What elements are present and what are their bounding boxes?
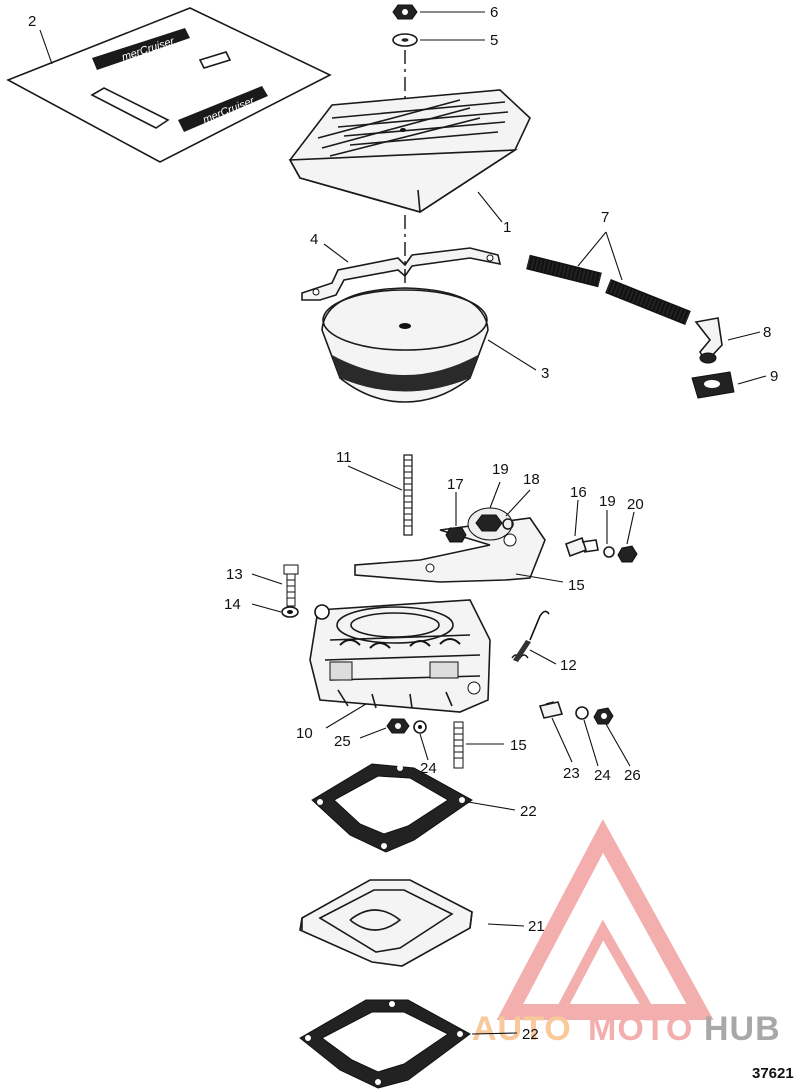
reference-number: 37621 (752, 1065, 794, 1082)
callout-20a: 19 (492, 461, 509, 478)
long-stud (403, 454, 413, 536)
callout-10: 10 (296, 725, 313, 742)
callout-2: 2 (28, 13, 36, 30)
watermark-moto: MOTO (588, 1010, 693, 1048)
callout-7: 7 (601, 209, 609, 226)
fitting-washer (575, 706, 589, 720)
decal-brand-top: merCruiser (120, 35, 177, 64)
callout-18: 16 (570, 484, 587, 501)
bracket-hardware (445, 507, 514, 543)
return-spring (511, 610, 550, 662)
grommet (691, 371, 735, 399)
callout-3: 3 (541, 365, 549, 382)
lower-gasket (299, 999, 471, 1089)
carburetor (309, 599, 491, 713)
decal-strip-bottom (178, 86, 268, 132)
callout-19a: 18 (523, 471, 540, 488)
upper-gasket (311, 763, 473, 853)
callout-8: 8 (763, 324, 771, 341)
callout-26: 26 (624, 767, 641, 784)
callout-17: 17 (447, 476, 464, 493)
callout-9: 9 (770, 368, 778, 385)
fitting-nut (593, 707, 614, 725)
base-nut (386, 718, 410, 734)
callout-12: 12 (560, 657, 577, 674)
callout-25: 25 (334, 733, 351, 750)
callout-13: 13 (226, 566, 243, 583)
callout-21: 21 (528, 918, 545, 935)
callout-16: 15 (568, 577, 585, 594)
callout-15: 15 (510, 737, 527, 754)
callout-1: 1 (503, 219, 511, 236)
spacer-plate (299, 879, 473, 967)
leader-lines (39, 11, 767, 1035)
callout-labels: 2 6 5 1 4 7 8 9 3 11 17 19 18 16 19 20 1… (28, 4, 778, 1043)
callout-24a: 24 (420, 760, 437, 777)
callout-4: 4 (310, 231, 318, 248)
watermark-auto: AUTO (472, 1010, 572, 1048)
mounting-bolt (283, 564, 299, 607)
watermark: AUTO MOTO HUB (472, 819, 781, 1048)
decal-strip-top (92, 28, 190, 70)
decal-sheet: merCruiser merCruiser (6, 7, 332, 163)
watermark-hub: HUB (704, 1010, 781, 1048)
breather-hoses (526, 254, 691, 325)
callout-22b: 22 (522, 1026, 539, 1043)
callout-24b: 24 (594, 767, 611, 784)
callout-20b: 20 (627, 496, 644, 513)
short-stud (453, 721, 464, 769)
callout-11: 11 (336, 449, 352, 466)
callout-19b: 19 (599, 493, 616, 510)
callout-23: 23 (563, 765, 580, 782)
callout-5: 5 (490, 32, 498, 49)
cover-bracket (301, 247, 502, 301)
top-nut (392, 4, 418, 20)
bolt-washer (281, 606, 299, 618)
base-washer (413, 720, 427, 734)
side-stud-hardware (564, 536, 638, 563)
air-cleaner-cover (288, 89, 531, 213)
callout-22a: 22 (520, 803, 537, 820)
fuel-fitting (538, 701, 564, 719)
callout-6: 6 (490, 4, 498, 21)
top-washer (392, 33, 418, 47)
callout-14: 14 (224, 596, 241, 613)
hose-elbow (694, 317, 723, 364)
air-filter-element (321, 287, 489, 403)
